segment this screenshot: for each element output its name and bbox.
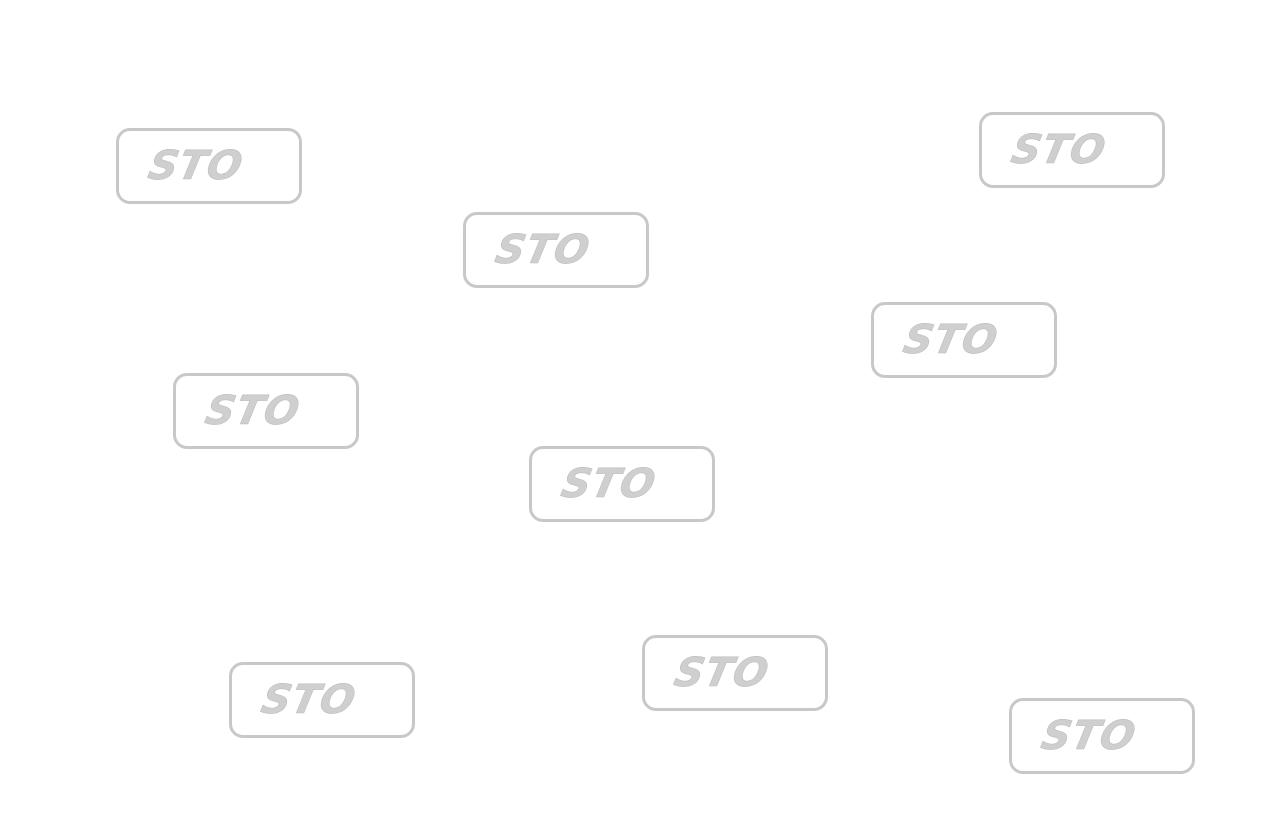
sto-logotype: STO [1037, 711, 1141, 759]
sto-badge-label: STO [491, 225, 594, 272]
sto-badge-label: STO [899, 315, 1002, 362]
sto-badge-label: STO [1037, 711, 1140, 758]
sto-logotype: STO [899, 315, 1003, 363]
sto-badge: STO [229, 662, 415, 738]
sto-badge: STO [116, 128, 302, 204]
sto-logotype: STO [557, 459, 661, 507]
sto-badge-label: STO [257, 675, 360, 722]
sto-badge-label: STO [144, 141, 247, 188]
sto-badge: STO [463, 212, 649, 288]
sto-badge-label: STO [670, 648, 773, 695]
sto-logotype: STO [257, 675, 361, 723]
sto-badge: STO [173, 373, 359, 449]
sto-badge-label: STO [557, 459, 660, 506]
sto-badge-label: STO [1007, 125, 1110, 172]
sto-badge-label: STO [201, 386, 304, 433]
sto-logotype: STO [1007, 125, 1111, 173]
sto-logotype: STO [491, 225, 595, 273]
sto-badge: STO [871, 302, 1057, 378]
sto-badge: STO [979, 112, 1165, 188]
sto-badge: STO [642, 635, 828, 711]
sto-badge: STO [1009, 698, 1195, 774]
sto-badge: STO [529, 446, 715, 522]
sto-logotype: STO [670, 648, 774, 696]
sto-logotype: STO [144, 141, 248, 189]
sto-logotype: STO [201, 386, 305, 434]
